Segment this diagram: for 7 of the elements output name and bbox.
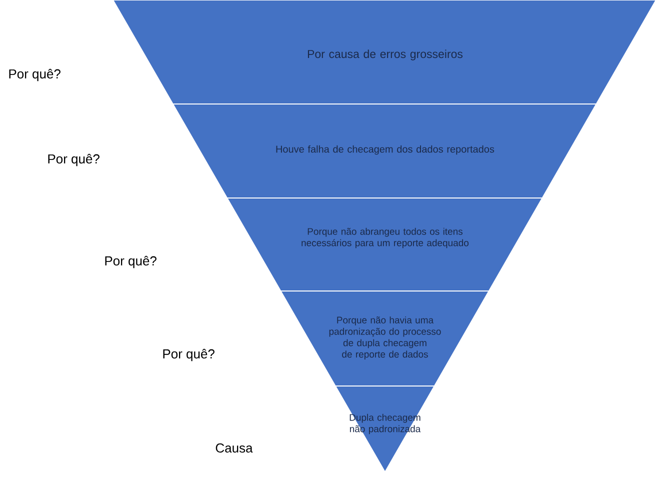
funnel-band: Houve falha de checagem dos dados reportados <box>172 104 598 198</box>
side-label: Por quê? <box>163 348 214 362</box>
side-label: Por quê? <box>48 154 100 166</box>
node-label: Por causa de erros grosseiros <box>308 50 463 60</box>
side-label: Causa <box>216 443 253 453</box>
side-label: Por quê? <box>105 256 156 268</box>
side-label: Por quê? <box>9 68 60 82</box>
